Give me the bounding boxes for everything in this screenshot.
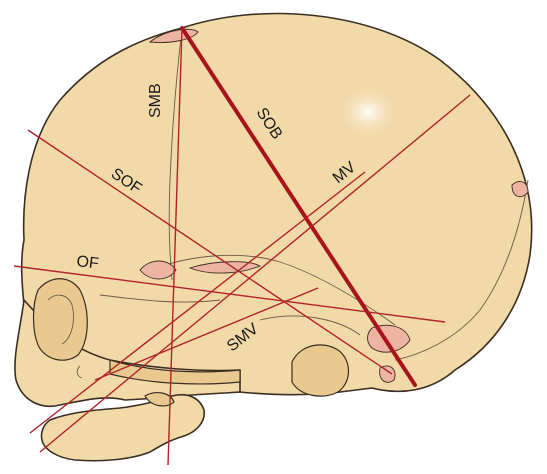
posterior-lower-fontanelle — [379, 365, 396, 383]
sphenoid-line — [99, 294, 221, 303]
of-line — [13, 265, 446, 323]
orbit — [32, 278, 88, 361]
sob-line — [180, 26, 417, 387]
squamosal-fontanelle — [188, 261, 262, 274]
highlight — [336, 84, 400, 140]
orbit-inner — [47, 294, 74, 345]
label-of: OF — [76, 253, 100, 273]
sphenoidal-fontanelle — [139, 260, 177, 280]
mv-line — [39, 94, 471, 453]
coronal-suture — [168, 27, 183, 281]
mastoid — [291, 344, 350, 397]
temporal-line — [259, 315, 361, 336]
mandible — [40, 394, 206, 462]
label-smb: SMB — [147, 83, 164, 118]
nasal-mark — [76, 365, 83, 379]
lower-diagonal-line — [94, 287, 319, 381]
lambdoid-suture — [394, 179, 529, 361]
smb-line — [167, 27, 183, 466]
skull-vault — [20, 12, 533, 396]
zygomatic-arch — [109, 359, 241, 385]
mandible-notch — [144, 392, 175, 407]
smv-line — [29, 171, 366, 434]
sof-line — [27, 129, 393, 375]
posterior-fontanelle — [511, 181, 529, 198]
